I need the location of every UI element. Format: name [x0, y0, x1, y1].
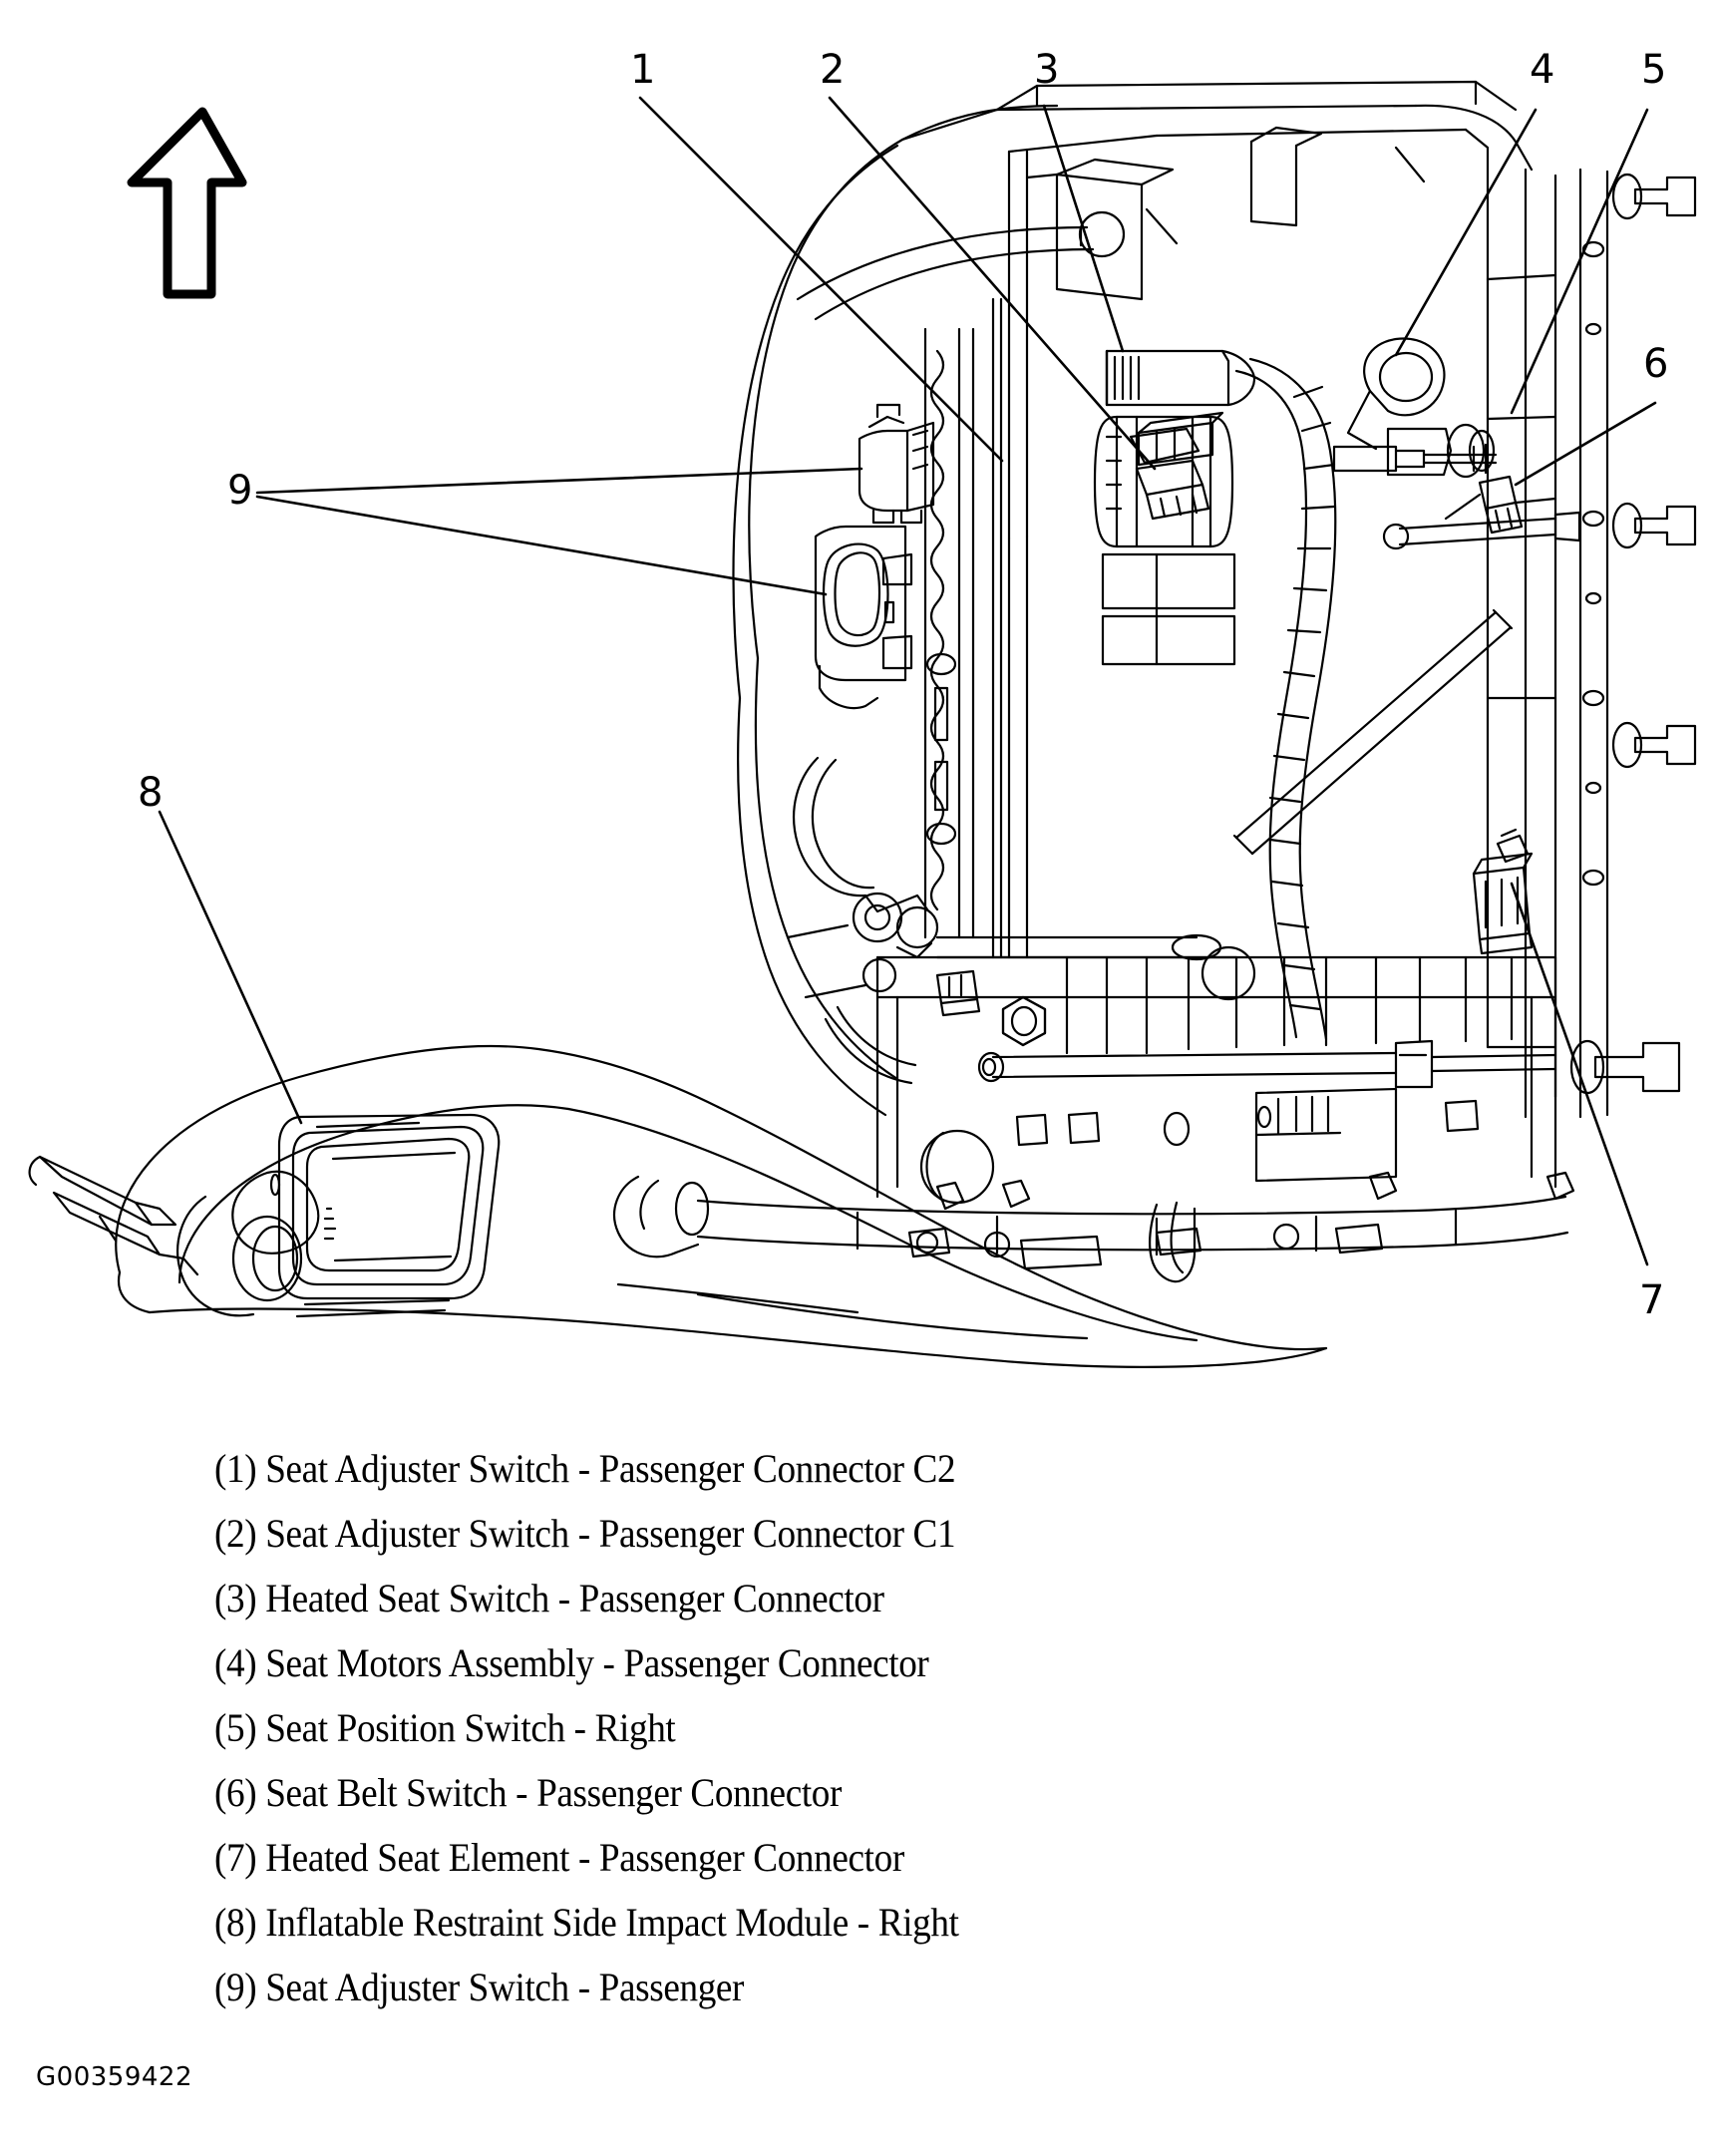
- recliner-handle: [793, 756, 939, 1085]
- callout-4: 4: [1530, 47, 1555, 93]
- legend-item: (8) Inflatable Restraint Side Impact Mod…: [214, 1898, 1511, 1963]
- seat-cross-bar-upper: [1382, 511, 1581, 550]
- callout-5: 5: [1641, 47, 1667, 93]
- legend-item-1-label: (1) Seat Adjuster Switch - Passenger Con…: [214, 1446, 956, 1491]
- frame-slots: [925, 652, 957, 846]
- seat-cushion: [115, 1044, 1328, 1368]
- legend-item: (1) Seat Adjuster Switch - Passenger Con…: [214, 1444, 1511, 1509]
- heated-seat-element-connector: [1472, 852, 1534, 955]
- callout-3: 3: [1034, 47, 1060, 93]
- legend-item-5-label: (5) Seat Position Switch - Right: [214, 1705, 676, 1750]
- callout-7: 7: [1639, 1277, 1665, 1323]
- wire-harness-conduit: [1234, 357, 1337, 1041]
- figure-id-code: G00359422: [36, 2062, 192, 2092]
- component-legend-list: (1) Seat Adjuster Switch - Passenger Con…: [214, 1444, 1511, 2027]
- forward-direction-arrow: [127, 107, 247, 299]
- callout-2: 2: [820, 47, 846, 93]
- side-impact-module: [277, 1113, 501, 1318]
- seat-assembly-diagram: [28, 80, 1697, 1368]
- seat-back-right-rail: [1578, 168, 1609, 1119]
- seat-diagonal-brace: [1232, 608, 1514, 856]
- seat-back-spring-strip: [923, 297, 1003, 959]
- legend-item: (2) Seat Adjuster Switch - Passenger Con…: [214, 1509, 1511, 1574]
- seat-motors-assembly: [1093, 349, 1256, 666]
- seat-cushion-frame: [875, 933, 1557, 1205]
- heated-seat-element-clip: [1496, 828, 1530, 864]
- legend-item: (9) Seat Adjuster Switch - Passenger: [214, 1963, 1511, 2027]
- seat-belt-switch-connector: [1444, 475, 1557, 535]
- legend-item-7-label: (7) Heated Seat Element - Passenger Conn…: [214, 1835, 904, 1880]
- seat-adjuster-connector-c2: [1129, 427, 1200, 465]
- center-pivot-bolt: [1001, 995, 1047, 1047]
- callout-1: 1: [630, 47, 656, 93]
- seat-back-left-edge: [935, 535, 1238, 959]
- legend-item-6-label: (6) Seat Belt Switch - Passenger Connect…: [214, 1770, 843, 1815]
- callout-leader-lines: [158, 96, 1657, 1266]
- cushion-right-detail: [613, 1175, 710, 1258]
- frame-bolts: [1569, 173, 1697, 1095]
- upper-mount-bracket: [1025, 126, 1323, 301]
- seat-lower-track: [696, 1171, 1575, 1283]
- legend-item: (6) Seat Belt Switch - Passenger Connect…: [214, 1768, 1511, 1833]
- legend-item: (3) Heated Seat Switch - Passenger Conne…: [214, 1574, 1511, 1638]
- legend-item: (7) Heated Seat Element - Passenger Conn…: [214, 1833, 1511, 1898]
- seat-adjuster-switch-upper: [858, 403, 935, 525]
- legend-item-4-label: (4) Seat Motors Assembly - Passenger Con…: [214, 1640, 929, 1685]
- midframe-connector: [935, 969, 981, 1017]
- adjuster-connector-block: [1137, 411, 1224, 467]
- seat-belt-strap: [28, 1155, 199, 1276]
- panel-access-hole: [1200, 945, 1256, 1001]
- seat-adjuster-switch-lower: [814, 525, 913, 710]
- seat-adjuster-connector-c1: [1135, 459, 1210, 521]
- legend-item-2-label: (2) Seat Adjuster Switch - Passenger Con…: [214, 1511, 956, 1556]
- legend-item-3-label: (3) Heated Seat Switch - Passenger Conne…: [214, 1576, 884, 1620]
- seat-cushion-bolster: [176, 1170, 320, 1317]
- seat-position-switch-connector: [1332, 443, 1498, 475]
- callout-9: 9: [227, 468, 253, 514]
- seat-side-shield: [737, 656, 899, 1117]
- cushion-trim-circle: [231, 1215, 303, 1302]
- recliner-hinge-boss: [1346, 337, 1446, 451]
- legend-item-8-label: (8) Inflatable Restraint Side Impact Mod…: [214, 1900, 959, 1945]
- legend-item: (4) Seat Motors Assembly - Passenger Con…: [214, 1638, 1511, 1703]
- legend-item: (5) Seat Position Switch - Right: [214, 1703, 1511, 1768]
- lower-frame-hardware: [1015, 1099, 1480, 1147]
- seat-back-top-face: [995, 80, 1518, 112]
- callout-6: 6: [1643, 341, 1669, 387]
- callout-8: 8: [138, 770, 164, 816]
- legend-item-9-label: (9) Seat Adjuster Switch - Passenger: [214, 1965, 745, 2009]
